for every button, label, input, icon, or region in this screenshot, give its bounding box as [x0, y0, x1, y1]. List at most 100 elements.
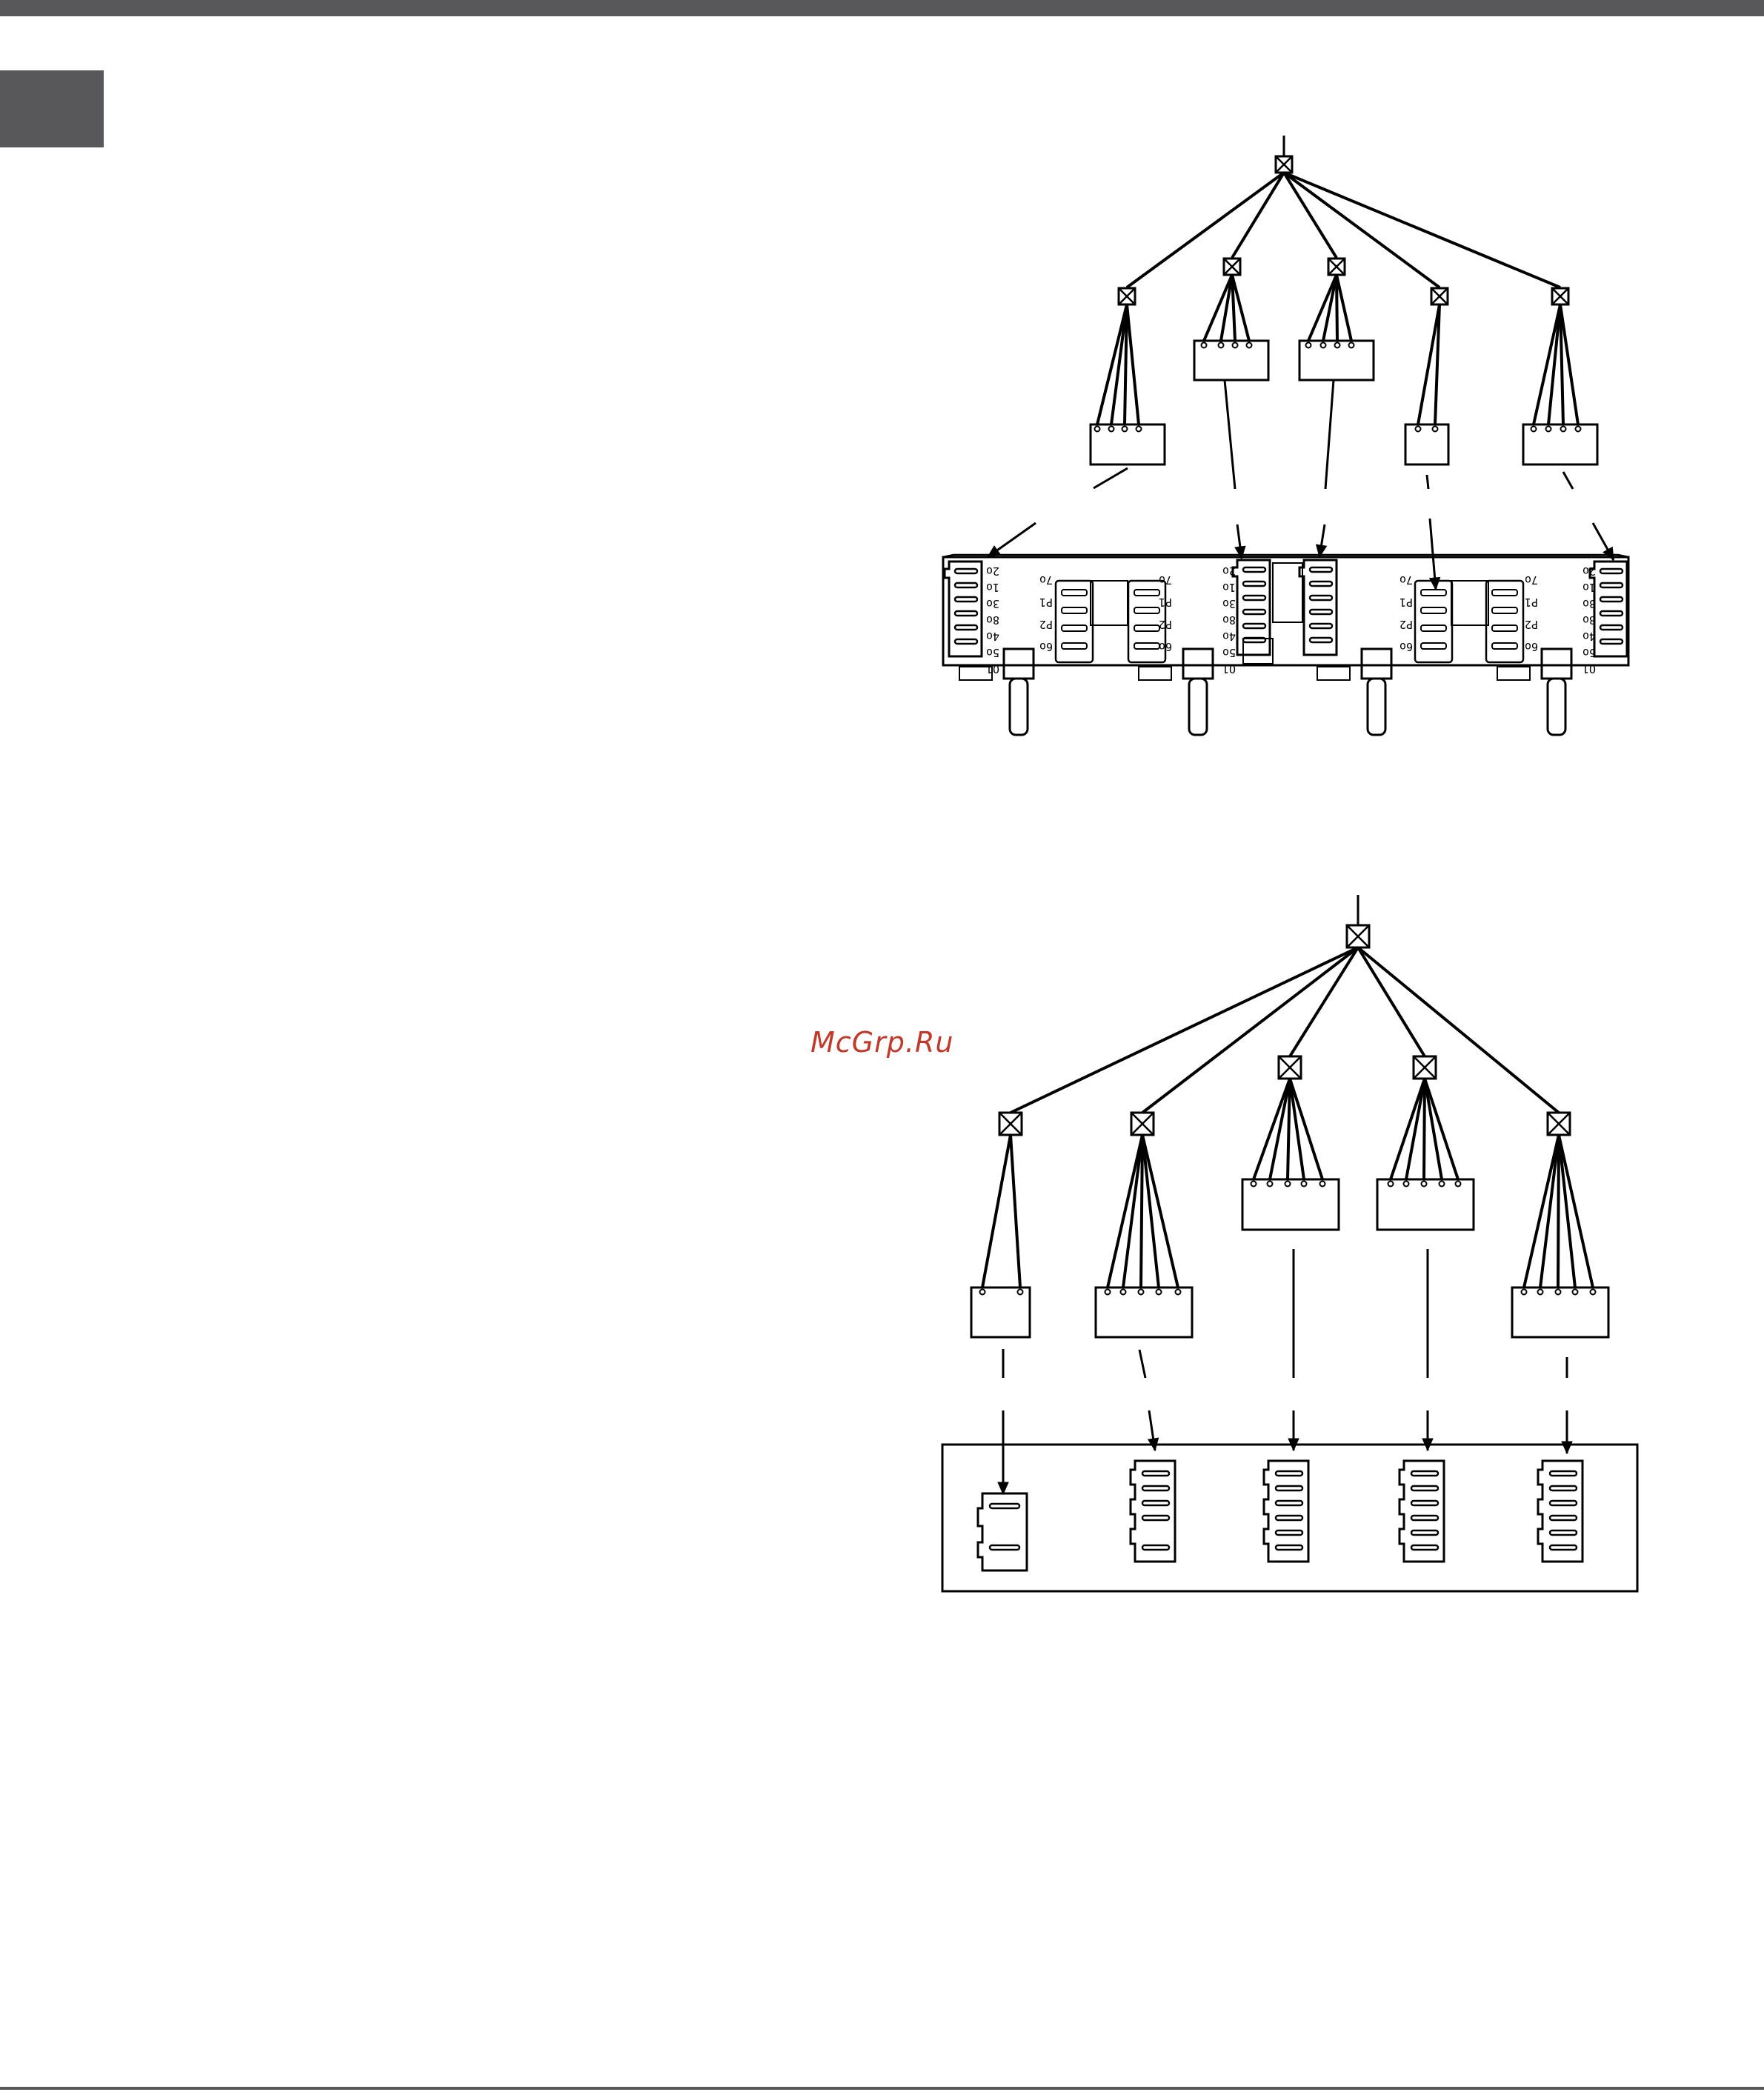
connector-pin: [1591, 1290, 1596, 1295]
connector-pin: [1018, 1290, 1023, 1295]
terminal-slot: [955, 611, 977, 616]
shaft-collar: [1542, 649, 1571, 679]
terminal-label: 2o: [1222, 564, 1236, 578]
lead-wire: [1559, 1135, 1575, 1287]
connector-pin: [1176, 1290, 1181, 1295]
terminal-slot: [1142, 1545, 1169, 1550]
terminal-label: P1: [1525, 596, 1538, 609]
leader-line: [1094, 468, 1128, 488]
terminal-label: 5o: [986, 646, 999, 659]
junction-box: [1279, 1056, 1301, 1079]
terminal-slot: [1550, 1501, 1577, 1505]
connector-pin: [1156, 1290, 1162, 1295]
switch-slot: [1062, 607, 1087, 613]
mount-foot: [1317, 667, 1350, 680]
connector-pin: [1456, 1182, 1461, 1187]
switch-slot: [1134, 643, 1159, 649]
terminal-label: 8o: [1582, 613, 1596, 627]
switch-slot: [1134, 590, 1159, 596]
connector-pin: [1388, 1182, 1394, 1187]
knob-shaft: [1317, 649, 1391, 735]
terminal-label: 7o: [1525, 573, 1538, 587]
connector-block: [1299, 341, 1374, 380]
leader-arrow: [1235, 524, 1245, 559]
terminal-label: 6o: [1039, 640, 1053, 653]
terminal-label: 4o: [1222, 630, 1236, 643]
junction-box: [1548, 1113, 1570, 1135]
terminal-slot: [1310, 596, 1332, 600]
terminal-slot: [955, 569, 977, 573]
connector-pin: [1546, 427, 1551, 432]
terminal-slot: [1142, 1501, 1169, 1505]
center-relay: [1273, 563, 1302, 622]
junction-box: [1328, 259, 1345, 275]
terminal-slot: [955, 639, 977, 644]
arrow-head: [1430, 577, 1440, 590]
lead-wire: [1425, 1079, 1458, 1179]
terminal-label: 3o: [986, 597, 999, 610]
connector-block: [1242, 1179, 1339, 1230]
terminal-label: 6o: [1159, 640, 1172, 653]
mount-foot: [1139, 667, 1171, 680]
terminal-label: P1: [1039, 596, 1053, 609]
lead-wire: [1558, 1135, 1559, 1287]
terminal-strip: [1131, 1461, 1175, 1562]
bottom-wiring-diagram: [942, 895, 1637, 1591]
connector-block: [1512, 1287, 1608, 1337]
terminal-slot: [1411, 1530, 1438, 1535]
terminal-strip-left: [945, 562, 982, 656]
terminal-slot: [1310, 582, 1332, 586]
terminal-slot: [1550, 1486, 1577, 1490]
lead-wire: [1142, 1135, 1159, 1287]
arrow-head: [1562, 1442, 1572, 1453]
lead-wire: [1337, 275, 1351, 341]
terminal-slot: [1142, 1516, 1169, 1520]
branch-wire: [1142, 947, 1358, 1113]
shaft-collar: [1183, 649, 1213, 679]
switch-slot: [1492, 607, 1517, 613]
terminal-slot: [1310, 638, 1332, 642]
lead-wire: [1534, 304, 1560, 424]
connector-pin: [980, 1290, 985, 1295]
leader-arrow: [988, 523, 1036, 557]
branch-wire: [1284, 173, 1440, 287]
lead-wire: [1142, 1135, 1178, 1287]
shaft-rod: [1189, 679, 1207, 735]
lead-wire: [1323, 275, 1337, 341]
terminal-slot: [1550, 1471, 1577, 1476]
connector-pin: [1416, 427, 1421, 432]
strip-outline: [1233, 560, 1270, 655]
terminal-slot: [1411, 1516, 1438, 1520]
terminal-slot: [955, 583, 977, 587]
main-junction-box: [1276, 156, 1292, 173]
switch-block: [1486, 581, 1523, 662]
terminal-slot: [1310, 610, 1332, 614]
terminal-slot: [1276, 1530, 1302, 1535]
connector-body: [1405, 424, 1448, 464]
connector-pin: [1285, 1182, 1291, 1187]
terminal-tag: O1: [1222, 662, 1236, 676]
shaft-rod: [1368, 679, 1385, 735]
terminal-label: P1: [1159, 596, 1172, 609]
connector-pin: [1109, 427, 1114, 432]
terminal-label: 7o: [1399, 573, 1413, 587]
connector-pin: [1531, 427, 1537, 432]
lead-wire: [1097, 304, 1127, 424]
terminal-label: 8o: [1222, 613, 1236, 627]
lead-wire: [1127, 304, 1139, 424]
terminal-label: 3o: [1582, 597, 1596, 610]
lead-wire: [1559, 1135, 1593, 1287]
terminal-label: 2o: [1582, 564, 1596, 578]
lead-wire: [1540, 1135, 1559, 1287]
connector-pin: [1335, 343, 1340, 348]
shaft-collar: [1004, 649, 1034, 679]
connector-pin: [1522, 1290, 1527, 1295]
terminal-tag: O1: [1582, 662, 1596, 676]
junction-box: [1119, 288, 1135, 304]
branch-wire: [1358, 947, 1559, 1113]
terminal-label: P1: [1399, 596, 1413, 609]
terminal-slot: [955, 625, 977, 630]
terminal-label: 1o: [986, 581, 999, 594]
leader-line: [1427, 475, 1428, 489]
connector-pin: [1251, 1182, 1257, 1187]
